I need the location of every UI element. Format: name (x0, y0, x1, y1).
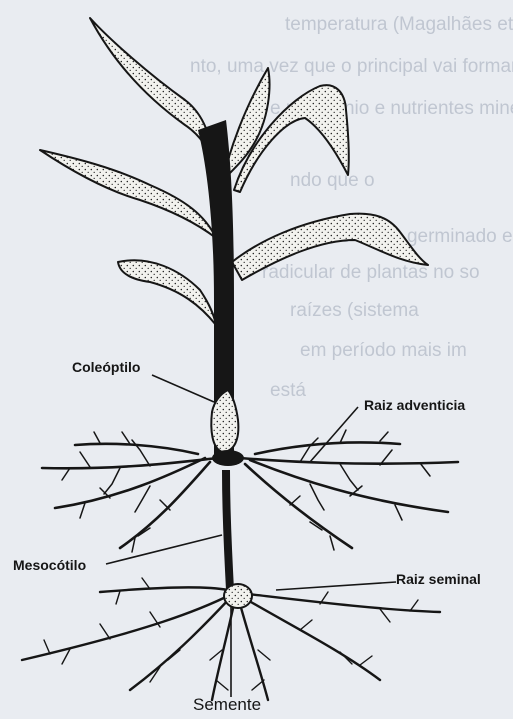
mesocotilo-leader (106, 535, 222, 564)
coleoptilo-leader (152, 375, 214, 402)
label-raiz-adventicia: Raiz adventicia (364, 397, 465, 413)
mesocotyl (222, 470, 234, 590)
seed (224, 584, 252, 608)
raiz-seminal-leader (276, 582, 396, 590)
label-leader-lines (106, 375, 396, 697)
label-mesocotilo: Mesocótilo (13, 557, 86, 573)
adventitious-roots (42, 442, 458, 548)
left-lower-leaf (118, 260, 216, 325)
raiz-adventicia-leader (310, 407, 358, 462)
adventitious-rootlets (62, 430, 430, 552)
top-leaf (90, 18, 214, 165)
label-semente: Semente (193, 695, 261, 715)
label-raiz-seminal: Raiz seminal (396, 571, 481, 587)
leaves (40, 18, 428, 325)
left-upper-leaf (40, 150, 216, 238)
label-coleoptilo: Coleóptilo (72, 359, 140, 375)
right-lower-leaf (232, 214, 428, 280)
crown-node (212, 450, 244, 466)
root-system (22, 430, 458, 700)
